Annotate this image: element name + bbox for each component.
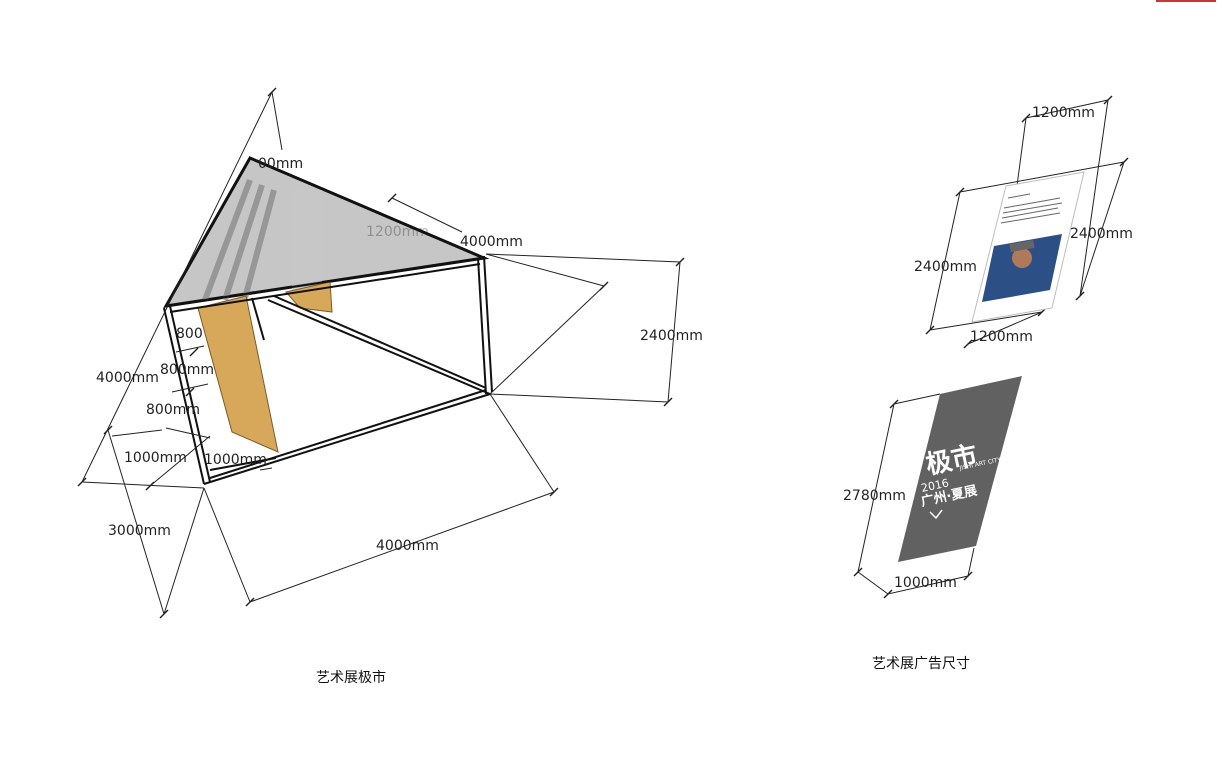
- poster-small-photo-face: [1012, 248, 1032, 268]
- dim-height-2400: 2400mm: [640, 328, 703, 344]
- poster-large-year: 2016: [920, 476, 950, 495]
- poster-large-dimension-lines: [857, 393, 975, 595]
- dim-3000: 3000mm: [108, 523, 171, 539]
- caption-booth: 艺术展极市: [316, 669, 386, 686]
- poster-small-text-lines: [1000, 193, 1063, 224]
- booth-dimension-ticks: [77, 87, 685, 619]
- wood-panel-front: [197, 295, 279, 453]
- dim-top-partial: 00mm: [258, 156, 303, 172]
- roof-stripes: [202, 178, 277, 302]
- roof-panel-inner: [292, 190, 322, 290]
- top-accent-bar: [1156, 0, 1216, 2]
- dim-1000-b: 1000mm: [204, 452, 267, 468]
- dim-1000-a: 1000mm: [124, 450, 187, 466]
- dim-panel-1200: 1200mm: [366, 224, 429, 240]
- dim-800-b: 800mm: [160, 362, 214, 378]
- poster-small-photo-hat: [1009, 239, 1035, 253]
- dim-large-bottom: 1000mm: [894, 575, 957, 591]
- dim-top-4000: 4000mm: [460, 234, 523, 250]
- chevron-down-icon: [929, 509, 943, 520]
- poster-small: 1200mm 2400mm 2400mm 1200mm: [914, 95, 1133, 349]
- booth-frame: [163, 255, 493, 485]
- booth-dimension-lines: [81, 91, 681, 615]
- poster-large-sheet: [898, 376, 1022, 562]
- dim-small-top: 1200mm: [1032, 105, 1095, 121]
- dim-small-bottom: 1200mm: [970, 329, 1033, 345]
- dim-800-c: 800mm: [146, 402, 200, 418]
- dim-small-left: 2400mm: [914, 259, 977, 275]
- dim-bottom-4000: 4000mm: [376, 538, 439, 554]
- caption-posters: 艺术展广告尺寸: [872, 656, 970, 672]
- poster-large-ticks: [853, 399, 973, 599]
- dim-left-4000: 4000mm: [96, 370, 159, 386]
- dim-small-right: 2400mm: [1070, 226, 1133, 242]
- dim-800-a: 800: [176, 326, 203, 342]
- booth-model: 00mm 1200mm 4000mm 2400mm 4000mm 800 800…: [77, 87, 703, 619]
- dim-large-left: 2780mm: [843, 488, 906, 504]
- poster-large: 极市 JISHI ART CITY 2016 广州·夏展 2780mm 1000…: [843, 376, 1022, 599]
